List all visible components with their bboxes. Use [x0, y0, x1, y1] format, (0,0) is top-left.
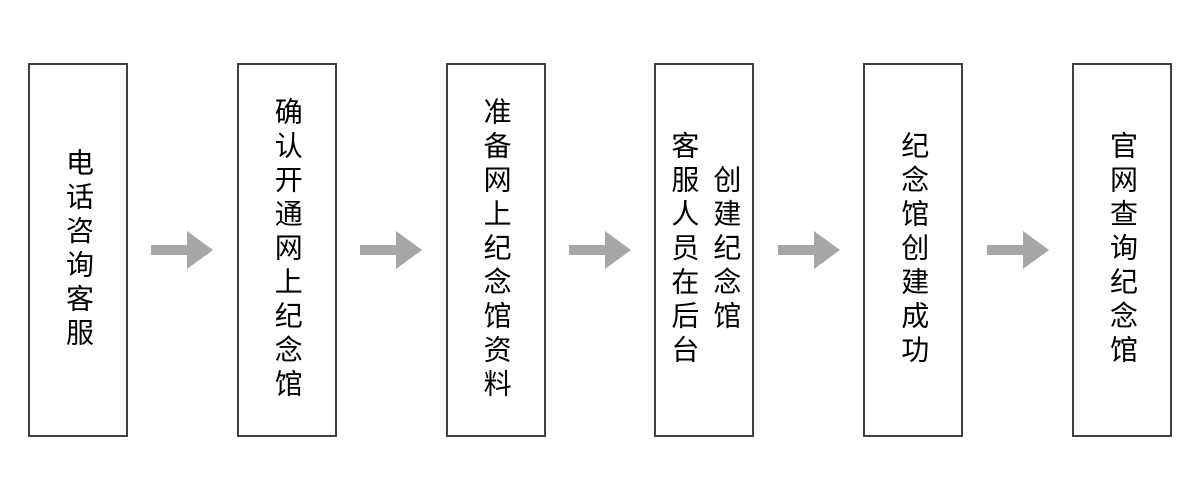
- connector-3: [546, 0, 655, 500]
- step-label-columns: 客服人员在后台 创建纪念馆: [668, 131, 742, 369]
- connector-2: [337, 0, 446, 500]
- connector-4: [754, 0, 863, 500]
- flow-step-2: 确认开通网上纪念馆: [236, 63, 337, 437]
- flow-step-6: 官网查询纪念馆: [1071, 63, 1172, 437]
- step-label: 准备网上纪念馆资料: [480, 97, 512, 403]
- flow-step-4: 客服人员在后台 创建纪念馆: [654, 63, 755, 437]
- right-arrow-icon: [777, 231, 840, 269]
- flow-step-5: 纪念馆创建成功: [863, 63, 964, 437]
- step-label: 创建纪念馆: [710, 165, 742, 335]
- right-arrow-icon: [360, 231, 423, 269]
- step-label: 电话咨询客服: [63, 148, 94, 352]
- connector-5: [963, 0, 1072, 500]
- flow-step-1: 电话咨询客服: [28, 63, 128, 437]
- step-label: 官网查询纪念馆: [1106, 131, 1138, 369]
- right-arrow-icon: [151, 231, 214, 269]
- step-label: 客服人员在后台: [668, 131, 700, 369]
- flow-step-3: 准备网上纪念馆资料: [445, 63, 546, 437]
- right-arrow-icon: [568, 231, 631, 269]
- step-label: 确认开通网上纪念馆: [271, 97, 303, 403]
- right-arrow-icon: [986, 231, 1049, 269]
- connector-1: [128, 0, 237, 500]
- step-label: 纪念馆创建成功: [898, 131, 930, 369]
